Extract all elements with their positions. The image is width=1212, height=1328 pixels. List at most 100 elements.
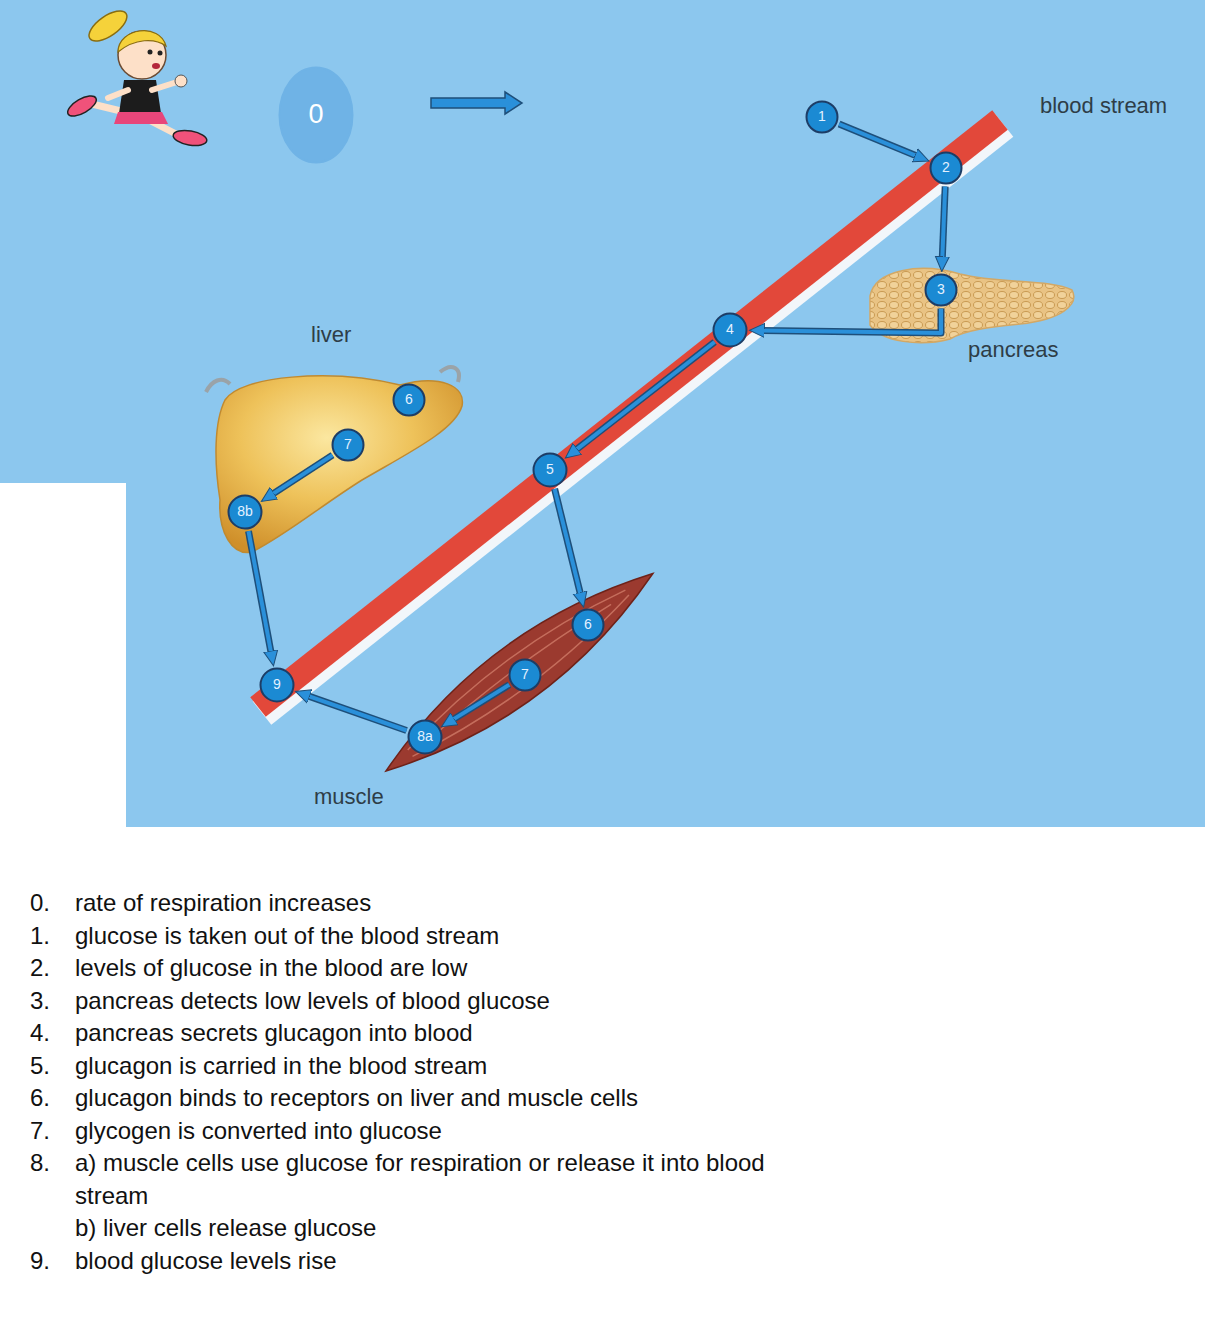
- liver-drawing: [216, 376, 462, 552]
- skirt: [114, 112, 168, 124]
- arrow-shaft: [574, 342, 715, 451]
- callout-number: 7: [521, 667, 529, 682]
- circle-shape: [573, 610, 604, 641]
- step-circle: 4: [712, 312, 748, 348]
- arrow-outline: [249, 531, 272, 655]
- callout-number: 6: [405, 392, 413, 407]
- circle-shape: [229, 496, 262, 529]
- circle-shape: [280, 68, 353, 163]
- flow-arrow: [271, 455, 333, 495]
- arrow-shaft: [942, 187, 945, 261]
- muscle-drawing: [369, 550, 670, 794]
- step-circle: 6: [571, 608, 605, 642]
- list-number: 6.: [30, 1082, 50, 1115]
- list-text: pancreas detects low levels of blood glu…: [75, 985, 550, 1018]
- arrow-outline: [271, 455, 333, 495]
- eye: [158, 51, 163, 56]
- arm: [152, 82, 177, 90]
- step-circle: 2: [929, 151, 963, 185]
- step-circle: 6: [392, 383, 426, 417]
- muscle-body: [369, 550, 670, 794]
- list-text: glucose is taken out of the blood stream: [75, 920, 499, 953]
- organ-label: pancreas: [968, 337, 1059, 363]
- circle-shape: [926, 275, 957, 306]
- circle-shape: [409, 721, 442, 754]
- callout-number: 8a: [417, 729, 433, 744]
- callout-number: 1: [818, 109, 826, 124]
- arrow-shaft: [555, 489, 581, 596]
- callout-number: 9: [273, 677, 281, 692]
- front-shoe: [172, 128, 208, 148]
- callout-number: 5: [546, 462, 554, 477]
- list-text: a) muscle cells use glucose for respirat…: [75, 1147, 765, 1212]
- circle-shape: [261, 669, 294, 702]
- arrow-outline: [451, 685, 509, 721]
- list-number: 1.: [30, 920, 50, 953]
- step-circle: 5: [532, 452, 568, 488]
- flow-arrow: [839, 124, 919, 157]
- organ-label: liver: [311, 322, 351, 348]
- arrow-outline: [306, 695, 407, 730]
- arrow-outline: [942, 187, 945, 261]
- mouth: [152, 63, 160, 69]
- step-circle: 8a: [407, 719, 443, 755]
- step-circle: 9: [259, 667, 295, 703]
- callout-number: 6: [584, 617, 592, 632]
- step-circle: 8b: [227, 494, 263, 530]
- step-circle: 7: [508, 658, 542, 692]
- arrow-shaft: [451, 685, 509, 721]
- circle-shape: [510, 660, 541, 691]
- list-number: 8.: [30, 1147, 50, 1180]
- list-number: 9.: [30, 1245, 50, 1278]
- circle-shape: [333, 430, 364, 461]
- flow-arrow: [249, 531, 272, 655]
- circle-shape: [714, 314, 747, 347]
- callout-number: 7: [344, 437, 352, 452]
- circle-shape: [394, 385, 425, 416]
- list-text: b) liver cells release glucose: [75, 1212, 376, 1245]
- list-text: glycogen is converted into glucose: [75, 1115, 442, 1148]
- step-circle: 7: [331, 428, 365, 462]
- list-text: levels of glucose in the blood are low: [75, 952, 467, 985]
- list-text: glucagon is carried in the blood stream: [75, 1050, 487, 1083]
- start-oval: 0: [278, 66, 354, 164]
- head: [118, 31, 166, 79]
- flow-arrow: [574, 342, 715, 451]
- blue-ground: [0, 0, 1205, 827]
- callout-number: 4: [726, 322, 734, 337]
- list-number: 7.: [30, 1115, 50, 1148]
- organ-label: blood stream: [1040, 93, 1167, 119]
- step-circle: 1: [805, 100, 839, 134]
- circle-shape: [931, 153, 962, 184]
- callout-number: 8b: [237, 504, 253, 519]
- respiration-arrow: [431, 92, 522, 114]
- callout-number: 3: [937, 282, 945, 297]
- fist: [175, 75, 187, 87]
- callout-number: 0: [308, 100, 323, 130]
- list-number: 0.: [30, 887, 50, 920]
- flow-arrow: [306, 695, 407, 730]
- step-circle: 3: [924, 273, 958, 307]
- list-number: 2.: [30, 952, 50, 985]
- hair: [118, 31, 166, 52]
- list-text: blood glucose levels rise: [75, 1245, 336, 1278]
- flow-arrow: [942, 187, 945, 261]
- arrow-outline: [761, 309, 942, 334]
- arrow-outline: [839, 124, 919, 157]
- arrow-shaft: [249, 531, 272, 655]
- list-text: glucagon binds to receptors on liver and…: [75, 1082, 638, 1115]
- arrow-shaft: [761, 309, 942, 334]
- circle-shape: [534, 454, 567, 487]
- running-girl: [65, 5, 208, 148]
- arrow-shaft: [271, 455, 333, 495]
- flow-arrow: [555, 489, 581, 596]
- arrow-outline: [555, 489, 581, 596]
- list-number: 4.: [30, 1017, 50, 1050]
- arrow-shaft: [306, 695, 407, 730]
- list-number: 5.: [30, 1050, 50, 1083]
- muscle-fibres: [400, 579, 636, 766]
- list-text: pancreas secrets glucagon into blood: [75, 1017, 473, 1050]
- arrow-outline: [574, 342, 715, 451]
- callout-number: 2: [942, 160, 950, 175]
- back-shoe: [65, 92, 100, 120]
